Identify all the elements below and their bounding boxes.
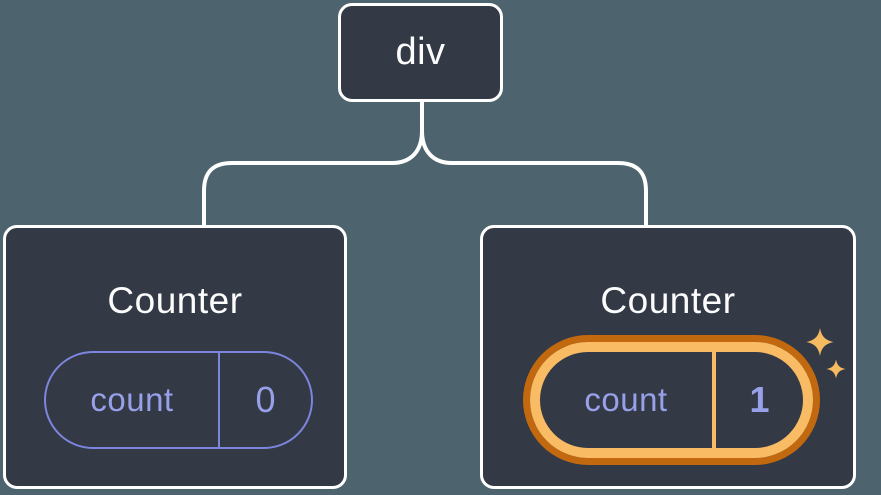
counter-card-right: Counter count 1 <box>480 225 856 489</box>
counter-card-title: Counter <box>600 280 736 321</box>
connector-right-branch <box>420 100 648 229</box>
state-key-label: count <box>584 381 668 418</box>
state-value: 1 <box>749 379 770 420</box>
connector-left-branch <box>202 100 424 229</box>
root-node-div: div <box>338 3 503 102</box>
state-pill: count 0 <box>44 351 313 449</box>
counter-card-title: Counter <box>107 280 243 321</box>
state-key-label: count <box>90 381 174 418</box>
sparkle-large <box>806 328 834 356</box>
state-pill-highlighted: count 1 <box>530 342 813 458</box>
pill-divider <box>218 353 220 447</box>
root-node-label: div <box>395 31 446 73</box>
state-value: 0 <box>255 379 276 420</box>
counter-card-left: Counter count 0 <box>3 225 347 489</box>
sparkle-small <box>826 359 846 379</box>
pill-divider <box>712 352 716 448</box>
